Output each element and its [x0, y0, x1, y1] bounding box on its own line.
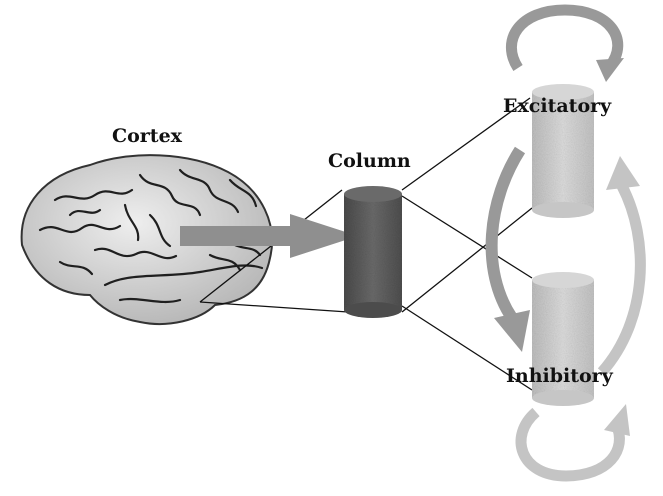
excitatory-to-inhibitory-arrow [492, 150, 530, 352]
inhibitory-to-excitatory-arrow [602, 156, 640, 372]
cortical-column [344, 186, 402, 318]
cortex-label: Cortex [112, 125, 182, 147]
inhibitory-label: Inhibitory [506, 365, 613, 387]
projection-lines-column [402, 98, 532, 390]
inhibitory-self-loop-arrow [521, 404, 630, 476]
excitatory-self-loop-arrow [511, 10, 624, 82]
column-label: Column [328, 150, 411, 172]
excitatory-label: Excitatory [503, 95, 611, 117]
